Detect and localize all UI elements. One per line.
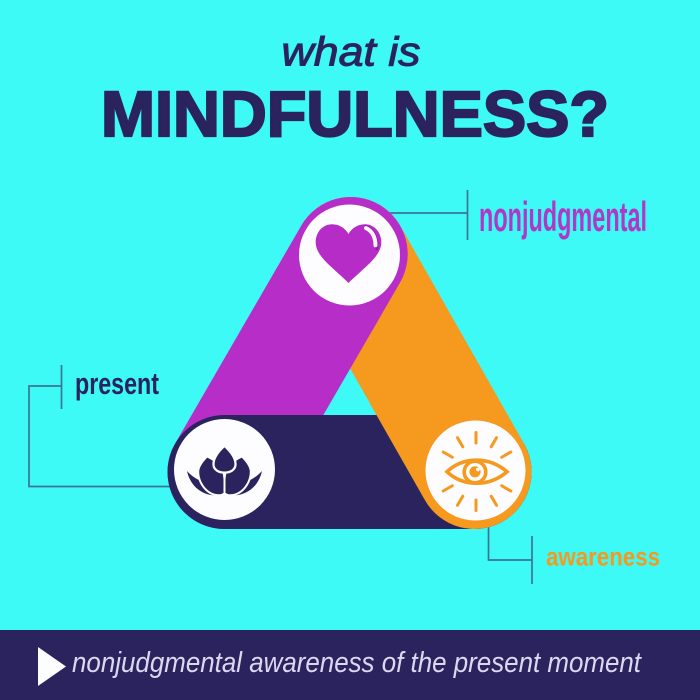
svg-text:present: present: [75, 366, 159, 401]
svg-text:nonjudgmental: nonjudgmental: [479, 193, 647, 240]
svg-text:MINDFULNESS?: MINDFULNESS?: [101, 78, 609, 150]
svg-text:nonjudgmental awareness of the: nonjudgmental awareness of the present m…: [72, 647, 643, 679]
svg-text:awareness: awareness: [546, 542, 660, 572]
svg-text:what is: what is: [282, 29, 421, 75]
